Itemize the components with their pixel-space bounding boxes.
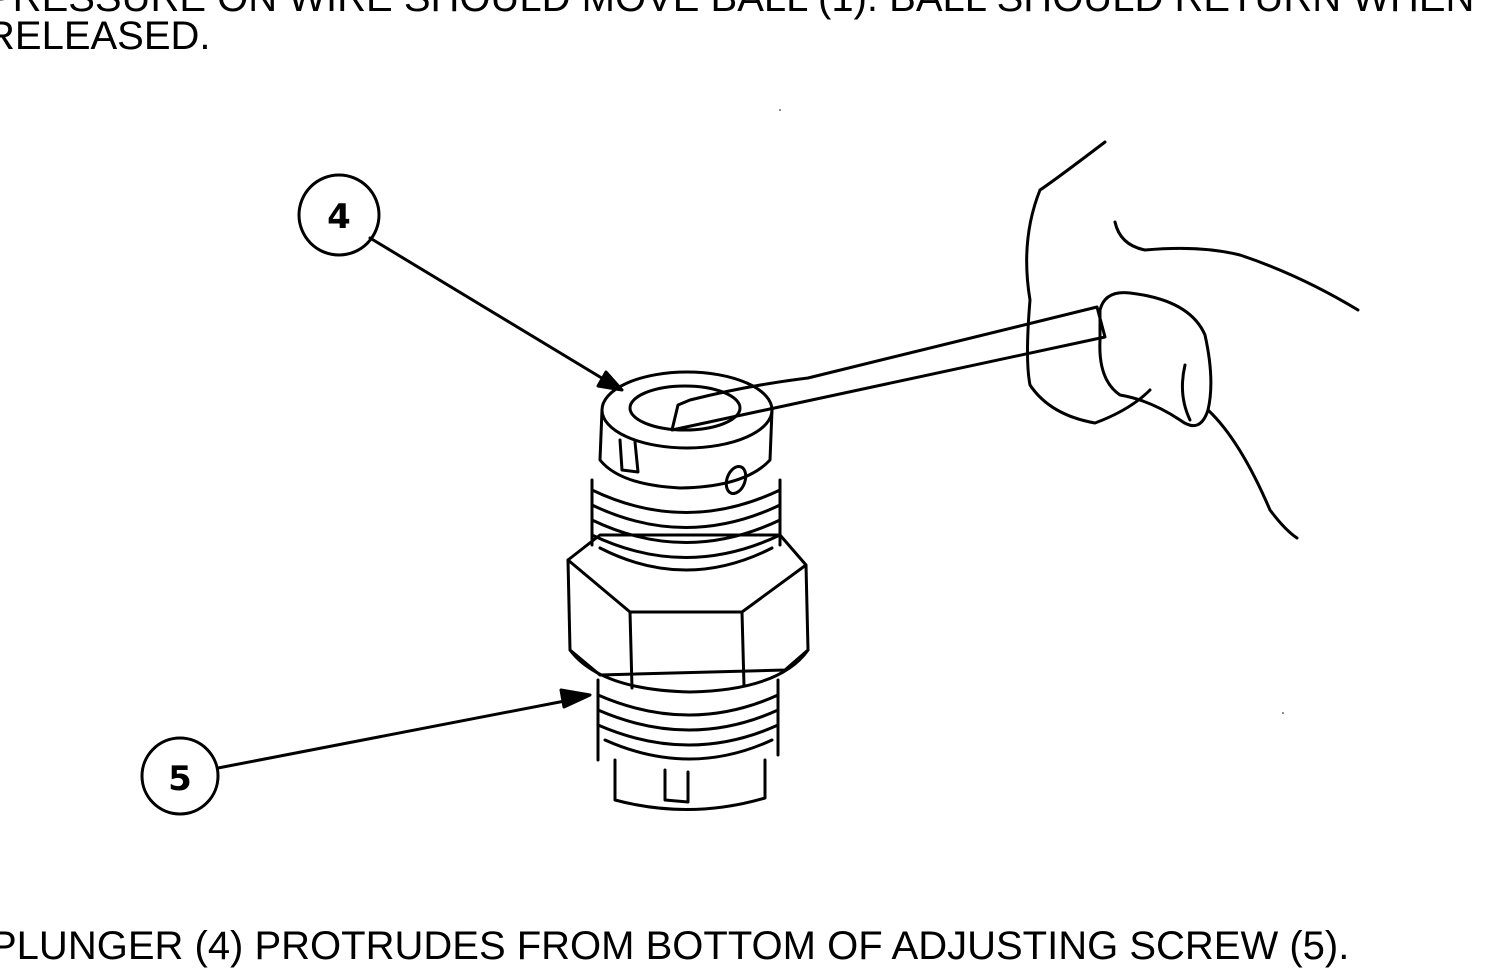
hex-nut-bottom (568, 648, 810, 694)
thread-line (598, 546, 774, 572)
callout-4-circle (297, 173, 381, 257)
screw-side-hole (724, 464, 748, 496)
thread-line (603, 738, 774, 761)
probe-wire (670, 305, 1107, 432)
screw-slot-notch (618, 438, 640, 474)
speck (1282, 712, 1284, 714)
hand-outline-bottom (1206, 408, 1299, 540)
screw-top-collar (598, 408, 774, 490)
thread-line (590, 533, 782, 559)
callout-4: 4 (297, 173, 624, 392)
screw-top-rim (600, 370, 774, 450)
hex-nut-face-edges (628, 610, 746, 690)
hand-outline-left (1025, 140, 1152, 425)
instruction-text-line-2: RELEASED. (0, 14, 211, 58)
thread-line (596, 723, 780, 747)
adjusting-screw (566, 370, 810, 812)
callout-5-circle (140, 736, 220, 816)
thread-line (590, 488, 782, 514)
lower-thread-sides (596, 678, 780, 762)
callout-5-arrowhead (559, 688, 592, 709)
callout-4-arrowhead (596, 370, 624, 392)
callout-4-number: 4 (327, 197, 351, 237)
screw-top-bore (628, 384, 742, 432)
screw-bottom-slot (663, 768, 690, 804)
screw-bottom (613, 758, 767, 812)
thread-line (590, 503, 782, 529)
speck (779, 109, 781, 111)
hand-outline-top (1113, 220, 1360, 312)
thumbnail (1180, 363, 1192, 422)
callout-5-number: 5 (168, 759, 192, 799)
thread-line (590, 518, 782, 544)
hand (1025, 140, 1360, 540)
callout-4-leader (368, 236, 612, 385)
instruction-text-line-3: PLUNGER (4) PROTRUDES FROM BOTTOM OF ADJ… (0, 924, 1350, 968)
callout-5: 5 (140, 688, 592, 816)
callout-5-leader (216, 698, 572, 770)
thread-line (596, 693, 780, 717)
instruction-text-line-1: PRESSURE ON WIRE SHOULD MOVE BALL (1). B… (0, 0, 1474, 18)
thumb (1098, 291, 1213, 428)
thread-line (596, 708, 780, 732)
hex-nut-top-edges (566, 558, 808, 614)
probe-wire-shape (670, 305, 1107, 432)
